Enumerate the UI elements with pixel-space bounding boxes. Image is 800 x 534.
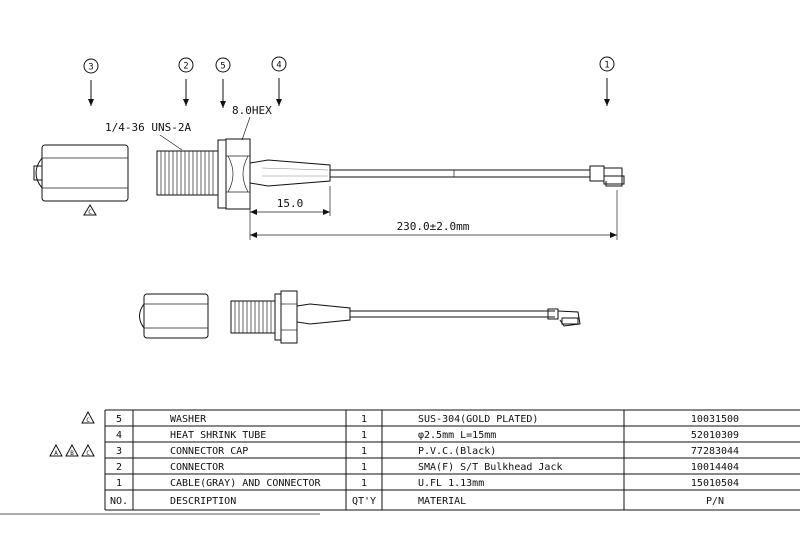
svg-text:4: 4	[116, 430, 122, 441]
sma-connector-top	[156, 150, 219, 196]
bom-row-3: 3 CONNECTOR CAP 1 P.V.C.(Black) 77283044	[116, 446, 739, 457]
hex-nut-top	[225, 138, 251, 210]
svg-text:3: 3	[116, 446, 122, 457]
svg-text:φ2.5mm L=15mm: φ2.5mm L=15mm	[418, 430, 496, 441]
revision-triangle-cap: C	[83, 204, 97, 216]
dimension-15: 15.0	[249, 186, 331, 240]
callout-3: 3	[83, 58, 99, 106]
sma-connector-assembled	[230, 290, 298, 344]
svg-text:CABLE(GRAY) AND CONNECTOR: CABLE(GRAY) AND CONNECTOR	[170, 478, 321, 489]
svg-text:P.V.C.(Black): P.V.C.(Black)	[418, 446, 496, 457]
svg-text:QT'Y: QT'Y	[352, 496, 376, 507]
svg-text:230.0±2.0mm: 230.0±2.0mm	[397, 220, 470, 233]
svg-text:CONNECTOR: CONNECTOR	[170, 462, 225, 473]
callout-4: 4	[271, 56, 287, 106]
svg-text:P/N: P/N	[706, 496, 724, 507]
svg-text:C: C	[86, 450, 90, 457]
svg-text:1: 1	[361, 430, 367, 441]
heat-shrink-assembled	[296, 303, 351, 325]
hex-leader	[241, 116, 251, 141]
thread-leader	[159, 134, 183, 151]
ufl-connector-top	[589, 165, 625, 187]
svg-text:1: 1	[116, 478, 122, 489]
svg-text:DESCRIPTION: DESCRIPTION	[170, 496, 236, 507]
connector-cap-assembled	[139, 293, 209, 339]
connector-cap-top	[33, 144, 129, 202]
bom-row-1: 1 CABLE(GRAY) AND CONNECTOR 1 U.FL 1.13m…	[116, 478, 739, 489]
svg-text:2: 2	[183, 62, 188, 72]
bom-row-4: 4 HEAT SHRINK TUBE 1 φ2.5mm L=15mm 52010…	[116, 430, 739, 441]
svg-text:15.0: 15.0	[277, 197, 304, 210]
svg-text:HEAT SHRINK TUBE: HEAT SHRINK TUBE	[170, 430, 266, 441]
svg-text:SUS-304(GOLD PLATED): SUS-304(GOLD PLATED)	[418, 414, 538, 425]
svg-text:10014404: 10014404	[691, 462, 739, 473]
thread-label: 1/4-36 UNS-2A	[105, 121, 191, 134]
svg-text:52010309: 52010309	[691, 430, 739, 441]
svg-text:5: 5	[220, 62, 225, 72]
svg-text:MATERIAL: MATERIAL	[418, 496, 466, 507]
cable-assembled	[350, 310, 555, 318]
cable-top	[330, 169, 590, 178]
dimension-230: 230.0±2.0mm	[250, 190, 618, 240]
svg-text:77283044: 77283044	[691, 446, 739, 457]
svg-text:2: 2	[116, 462, 122, 473]
svg-text:C: C	[88, 209, 92, 216]
svg-text:5: 5	[116, 414, 122, 425]
svg-text:3: 3	[88, 63, 93, 73]
svg-text:NO.: NO.	[110, 496, 128, 507]
callout-2: 2	[178, 57, 194, 106]
bom-row-2: 2 CONNECTOR 1 SMA(F) S/T Bulkhead Jack 1…	[116, 462, 739, 473]
svg-text:A: A	[54, 450, 58, 457]
svg-text:1: 1	[604, 61, 609, 71]
svg-text:1: 1	[361, 446, 367, 457]
svg-text:U.FL 1.13mm: U.FL 1.13mm	[418, 478, 484, 489]
svg-text:1: 1	[361, 478, 367, 489]
svg-text:10031500: 10031500	[691, 414, 739, 425]
svg-text:B: B	[70, 450, 74, 457]
svg-text:1: 1	[361, 462, 367, 473]
svg-text:15010504: 15010504	[691, 478, 739, 489]
callout-5: 5	[215, 57, 231, 108]
revision-triangles-row3: A B C	[49, 443, 95, 457]
svg-text:SMA(F) S/T Bulkhead Jack: SMA(F) S/T Bulkhead Jack	[418, 462, 563, 473]
svg-text:1: 1	[361, 414, 367, 425]
bom-header-row: NO. DESCRIPTION QT'Y MATERIAL P/N	[110, 496, 724, 507]
svg-text:WASHER: WASHER	[170, 414, 207, 425]
callout-1: 1	[599, 56, 615, 106]
svg-text:CONNECTOR CAP: CONNECTOR CAP	[170, 446, 248, 457]
revision-triangle-row5: C	[81, 410, 95, 424]
washer-top	[217, 139, 227, 209]
svg-text:C: C	[86, 417, 90, 424]
bom-table: 5 WASHER 1 SUS-304(GOLD PLATED) 10031500…	[0, 409, 800, 515]
svg-text:4: 4	[276, 61, 281, 71]
heat-shrink-top	[249, 159, 331, 187]
bom-row-5: 5 WASHER 1 SUS-304(GOLD PLATED) 10031500	[116, 414, 739, 425]
hex-label: 8.0HEX	[232, 104, 272, 117]
ufl-connector-assembled	[547, 308, 581, 327]
